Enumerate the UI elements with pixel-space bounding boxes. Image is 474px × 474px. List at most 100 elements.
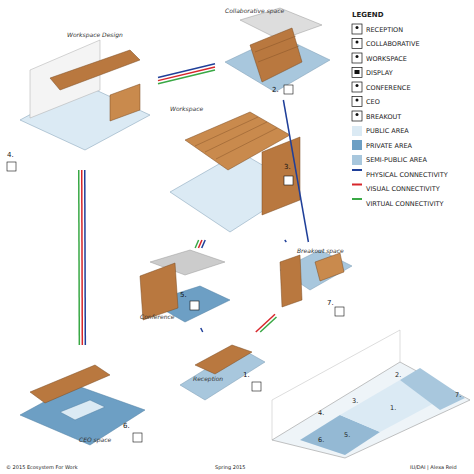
- connectivity-line: [158, 70, 215, 84]
- person-glyph: [356, 113, 359, 116]
- plan-number: 4.: [318, 410, 324, 417]
- footer-note: IU/DAI | Alexa Reid: [410, 465, 457, 470]
- callout-number: 1.: [243, 372, 250, 379]
- breakout-icon: [352, 111, 362, 121]
- plan-number: 5.: [344, 432, 350, 439]
- wood-seating: [315, 253, 344, 281]
- legend-swatch: [352, 126, 362, 136]
- connectivity-line: [201, 328, 203, 332]
- legend-text: SEMI-PUBLIC AREA: [366, 157, 427, 164]
- workspace-icon: [7, 162, 16, 171]
- legend-title: LEGEND: [352, 12, 383, 19]
- person-glyph: [356, 41, 359, 44]
- connectivity-line: [285, 240, 287, 242]
- virtual-line-sample: [352, 198, 362, 200]
- wood-wall: [140, 263, 178, 320]
- space-label: CEO space: [79, 437, 111, 443]
- wood-bookcase: [280, 255, 302, 307]
- wood-slat: [258, 46, 299, 62]
- floor-plan: [272, 362, 470, 458]
- legend-swatch: [352, 155, 362, 165]
- reception-icon: [252, 382, 261, 391]
- legend-text: CEO: [366, 99, 380, 106]
- space-zone: Breakout space 7.: [275, 242, 355, 317]
- space-label: Conference: [140, 314, 174, 320]
- stair-step: [205, 122, 267, 152]
- plan-number: 1.: [390, 405, 396, 412]
- conference-icon: [190, 301, 199, 310]
- callout-number: 2.: [272, 87, 279, 94]
- callout-number: 7.: [327, 300, 334, 307]
- display-icon: [352, 68, 362, 78]
- callout-number: 3.: [284, 164, 291, 171]
- connectivity-line: [202, 240, 205, 248]
- legend-text: PRIVATE AREA: [366, 143, 412, 150]
- connectivity-line: [158, 67, 215, 81]
- space-zone: Collaborative space2.: [215, 5, 335, 100]
- space-zone: Reception 1.: [175, 332, 265, 402]
- physical-line-sample: [352, 169, 362, 171]
- space-label: Workspace: [170, 106, 203, 112]
- collaborative-icon: [352, 39, 362, 49]
- space-label: Reception: [193, 376, 223, 382]
- reception-icon: [352, 24, 362, 34]
- person-glyph: [356, 55, 359, 58]
- plan-number: 7.: [455, 392, 461, 399]
- plan-number: 6.: [318, 437, 324, 444]
- plan-number: 2.: [395, 372, 401, 379]
- callout-number: 5.: [180, 292, 187, 299]
- callout-number: 4.: [7, 152, 14, 159]
- wood-wall: [250, 28, 302, 82]
- conference-icon: [352, 82, 362, 92]
- person-glyph: [356, 99, 359, 102]
- connectivity-line: [283, 100, 308, 242]
- connectivity-line: [256, 314, 275, 332]
- wood-wall: [30, 365, 110, 403]
- collaborative-icon: [284, 85, 293, 94]
- plan-wall: [272, 400, 273, 440]
- space-zone: CEO space 6.: [15, 345, 150, 455]
- connectivity-line: [198, 240, 201, 248]
- footer-note: © 2015 Ecosystem For Work: [6, 465, 78, 470]
- connectivity-line: [78, 170, 80, 345]
- legend-text: VISUAL CONNECTIVITY: [366, 186, 440, 193]
- connectivity-line: [84, 170, 86, 345]
- legend-text: CONFERENCE: [366, 85, 411, 92]
- person-glyph: [356, 84, 359, 87]
- ceo-icon: [133, 433, 142, 442]
- space-zone: Workspace Design 4.: [5, 28, 158, 170]
- legend-text: PHYSICAL CONNECTIVITY: [366, 172, 448, 179]
- plan-wall: [272, 330, 400, 400]
- connectivity-line: [81, 170, 83, 345]
- space-label: Workspace Design: [67, 32, 123, 38]
- legend-text: RECEPTION: [366, 27, 403, 34]
- legend-text: VIRTUAL CONNECTIVITY: [366, 201, 444, 208]
- callout-number: 6.: [123, 423, 130, 430]
- wood-panel: [262, 137, 300, 215]
- legend-text: BREAKOUT: [366, 114, 401, 121]
- legend-swatch: [352, 140, 362, 150]
- semi-public-zone: [400, 368, 465, 410]
- ceo-icon: [352, 97, 362, 107]
- display-glyph: [355, 70, 360, 74]
- space-zone: Conference 5.: [130, 248, 232, 328]
- connectivity-line: [260, 317, 276, 332]
- wood-counter: [50, 50, 140, 90]
- person-glyph: [356, 26, 359, 29]
- legend-text: COLLABORATIVE: [366, 41, 420, 48]
- workspace-icon: [284, 176, 293, 185]
- connectivity-line: [195, 240, 198, 248]
- plan-number: 3.: [352, 398, 358, 405]
- space-label: Breakout space: [297, 248, 344, 254]
- workspace-icon: [352, 53, 362, 63]
- visual-line-sample: [352, 184, 362, 186]
- desk: [60, 400, 105, 420]
- breakout-icon: [335, 307, 344, 316]
- connectivity-line: [158, 64, 215, 78]
- plan-wall: [400, 330, 401, 362]
- legend-text: PUBLIC AREA: [366, 128, 409, 135]
- legend-text: DISPLAY: [366, 70, 393, 77]
